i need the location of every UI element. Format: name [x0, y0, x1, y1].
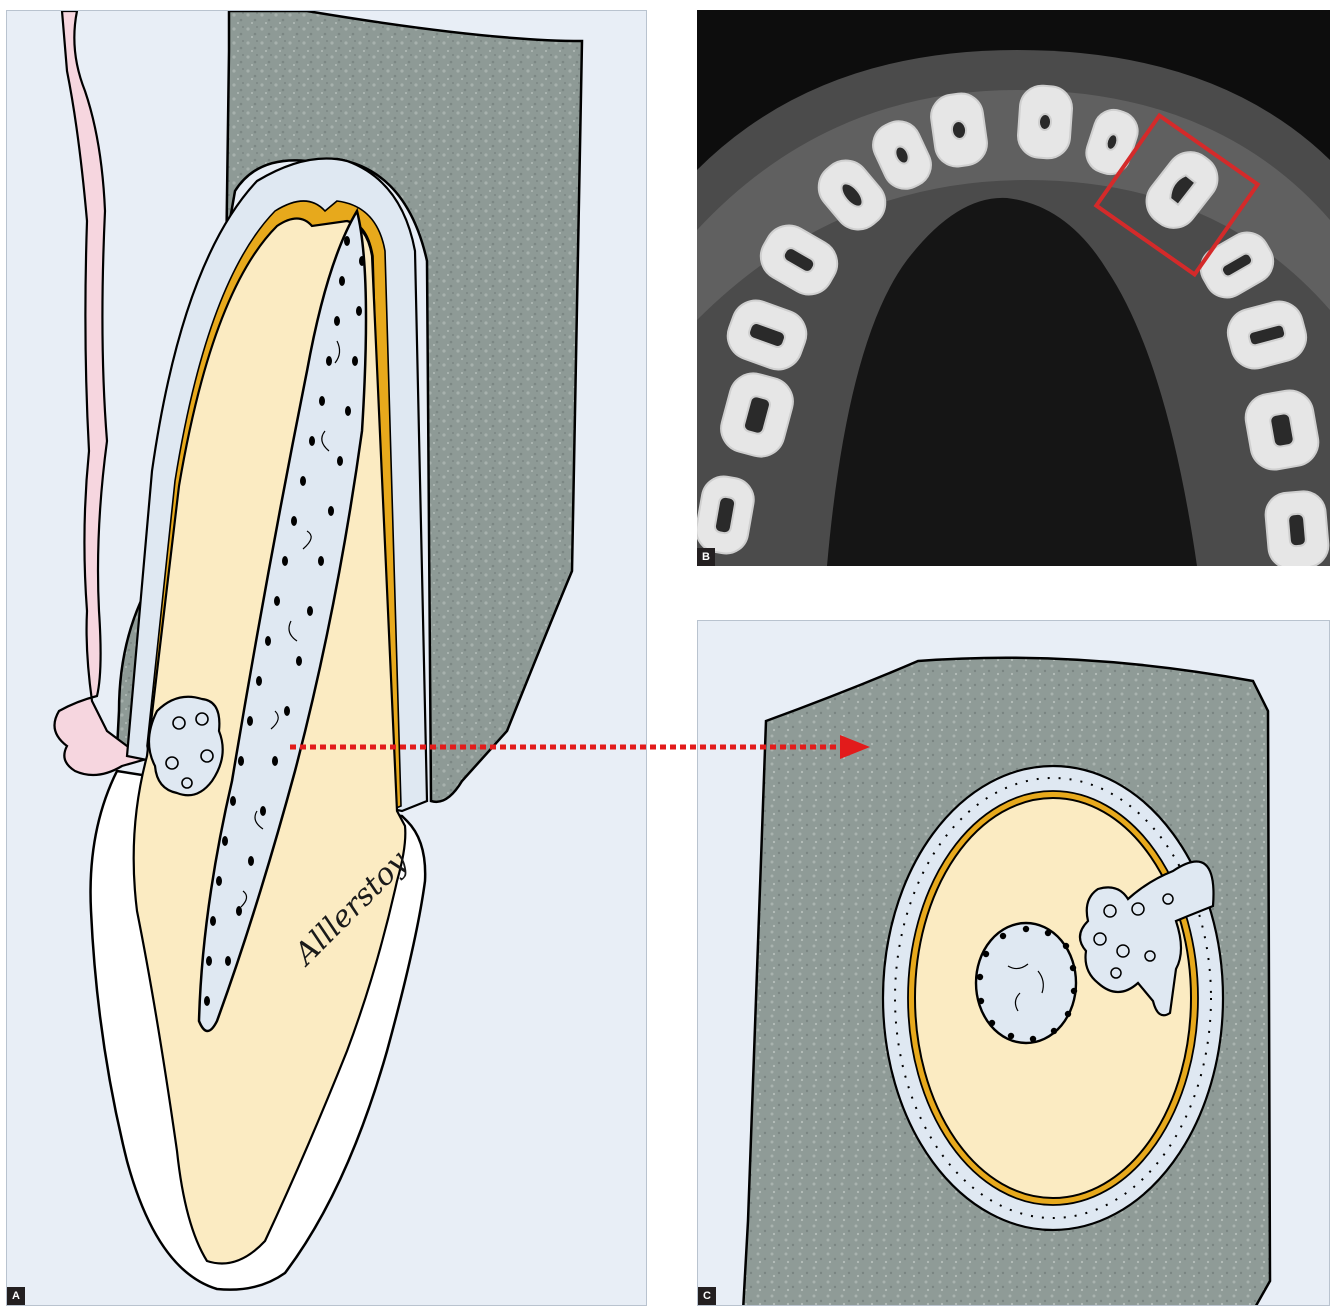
panel-c-label: C	[698, 1287, 716, 1305]
panel-a-longitudinal-section: Alllerstoy A	[6, 10, 647, 1306]
resorption-lesion	[149, 697, 223, 796]
panel-a-label: A	[7, 1287, 25, 1305]
panel-b-label: B	[697, 548, 715, 566]
axial-ct-image	[697, 10, 1330, 566]
panel-c-cross-section: C	[697, 620, 1330, 1306]
panel-b-axial-ct-scan: B	[697, 10, 1330, 566]
tooth-longitudinal-diagram: Alllerstoy	[7, 11, 647, 1306]
tooth-cross-section-diagram	[698, 621, 1330, 1306]
